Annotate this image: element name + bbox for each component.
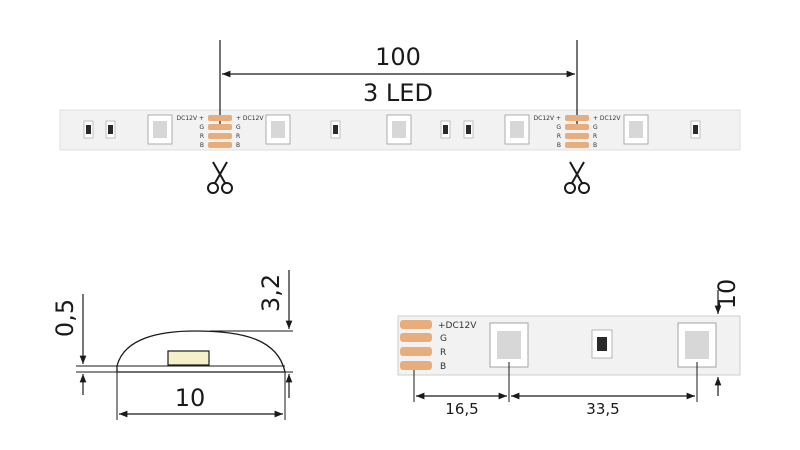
pad-label-r: R — [440, 348, 446, 358]
pad-label-r-right: R — [236, 133, 240, 140]
dimension-base-thickness: 0,5 — [51, 299, 79, 337]
solder-pad — [400, 347, 432, 356]
cut-pads-left: DC12V + G R B + DC12V G R B — [177, 115, 264, 149]
solder-pad — [208, 142, 232, 148]
detail-view: +DC12V G R B 10 16,5 33,5 — [397, 279, 741, 418]
pad-label-dc12v-right: + DC12V — [236, 115, 264, 122]
pad-label-g-right: G — [236, 124, 241, 131]
pad-label-b: B — [440, 362, 446, 372]
pad-label-r-left: R — [200, 133, 204, 140]
resistor — [690, 120, 701, 139]
smd-led — [489, 322, 529, 368]
solder-pad — [400, 320, 432, 329]
scissors-icon — [207, 161, 233, 194]
solder-pad — [400, 333, 432, 342]
dimension-strip-width: 10 — [713, 279, 741, 310]
pad-label-r-left: R — [557, 133, 561, 140]
pad-label-dc12v-left: DC12V + — [177, 115, 204, 122]
resistor — [463, 120, 474, 139]
solder-pad — [565, 115, 589, 121]
smd-led — [677, 322, 717, 368]
smd-led — [623, 114, 649, 145]
resistor — [591, 329, 613, 359]
resistor — [83, 120, 94, 139]
dimension-width: 10 — [175, 384, 206, 412]
pad-label-g: G — [440, 334, 447, 344]
pad-label-r-right: R — [593, 133, 597, 140]
pad-label-g-right: G — [593, 124, 598, 131]
solder-pad — [565, 124, 589, 130]
solder-pad — [565, 142, 589, 148]
pad-label-g-left: G — [556, 124, 561, 131]
solder-pad — [400, 361, 432, 370]
resistor — [440, 120, 451, 139]
pad-label-dc12v: +DC12V — [438, 321, 477, 331]
smd-led — [265, 114, 291, 145]
dimension-led-pitch: 33,5 — [586, 400, 619, 418]
pad-label-b-left: B — [200, 142, 204, 149]
pad-label-b-right: B — [236, 142, 240, 149]
dimension-100: 100 — [375, 43, 421, 71]
smd-led — [147, 114, 173, 145]
dimension-first-led-offset: 16,5 — [445, 400, 478, 418]
solder-pad — [208, 124, 232, 130]
cross-section-view: 0,5 3,2 10 — [51, 270, 293, 420]
resistor — [330, 120, 341, 139]
solder-pad — [565, 133, 589, 139]
resistor — [105, 120, 116, 139]
led-count-label: 3 LED — [363, 79, 433, 107]
pad-label-b-right: B — [593, 142, 597, 149]
pad-label-b-left: B — [557, 142, 561, 149]
solder-pad — [208, 133, 232, 139]
cut-pads-right: DC12V + G R B + DC12V G R B — [534, 115, 621, 149]
pad-label-dc12v-right: + DC12V — [593, 115, 621, 122]
solder-pad — [208, 115, 232, 121]
smd-led — [386, 114, 412, 145]
scissors-icon — [564, 161, 590, 194]
pad-label-dc12v-left: DC12V + — [534, 115, 561, 122]
pad-label-g-left: G — [199, 124, 204, 131]
dimension-total-height: 3,2 — [257, 274, 285, 312]
pcb-led-block — [167, 350, 210, 366]
smd-led — [504, 114, 530, 145]
top-strip-view: 100 3 LED DC12V + G R B + DC12V G R B — [59, 40, 741, 194]
